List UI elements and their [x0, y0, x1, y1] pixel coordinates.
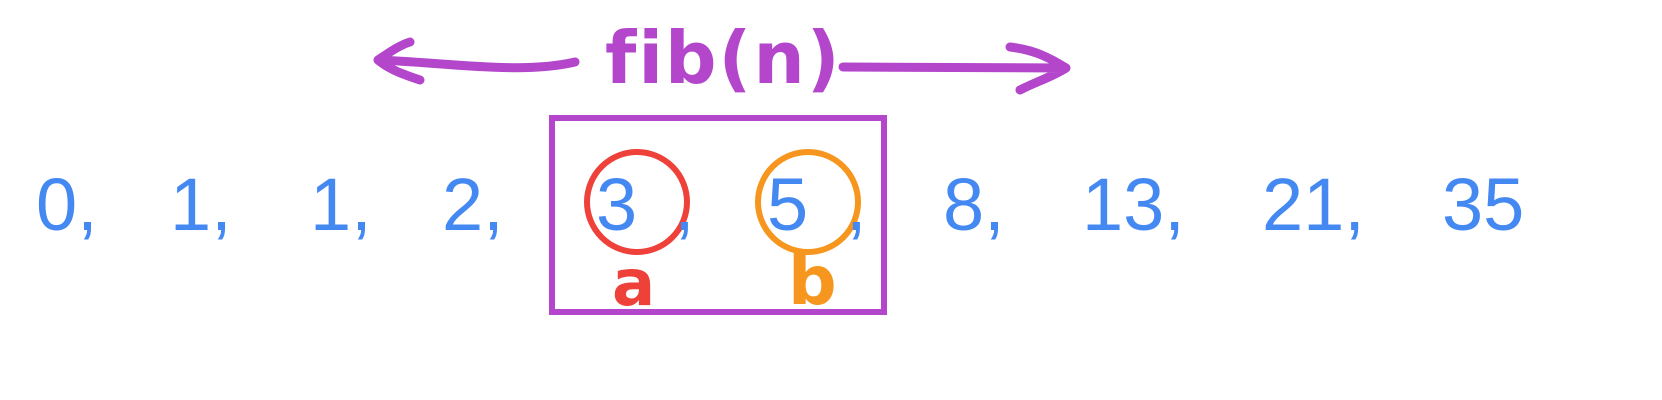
left-arrow — [373, 37, 580, 85]
seq-8: 21, — [1262, 163, 1365, 246]
seq-1: 1, — [170, 163, 232, 246]
seq-0: 0, — [36, 163, 98, 246]
fib-title: fib(n) — [605, 16, 842, 100]
seq-4-comma: , — [674, 163, 695, 246]
seq-5-b: 5 — [767, 163, 809, 246]
circle-a — [584, 149, 690, 255]
right-arrow — [838, 42, 1071, 95]
label-b: b — [788, 242, 837, 321]
seq-9: 35 — [1442, 163, 1525, 246]
seq-3: 2, — [442, 163, 504, 246]
circle-b — [755, 149, 861, 255]
window-box — [549, 115, 887, 315]
seq-5-comma: , — [846, 163, 867, 246]
seq-4-a: 3 — [596, 163, 638, 246]
seq-6: 8, — [943, 163, 1005, 246]
seq-2: 1, — [310, 163, 372, 246]
label-a: a — [612, 247, 656, 321]
seq-7: 13, — [1082, 163, 1185, 246]
